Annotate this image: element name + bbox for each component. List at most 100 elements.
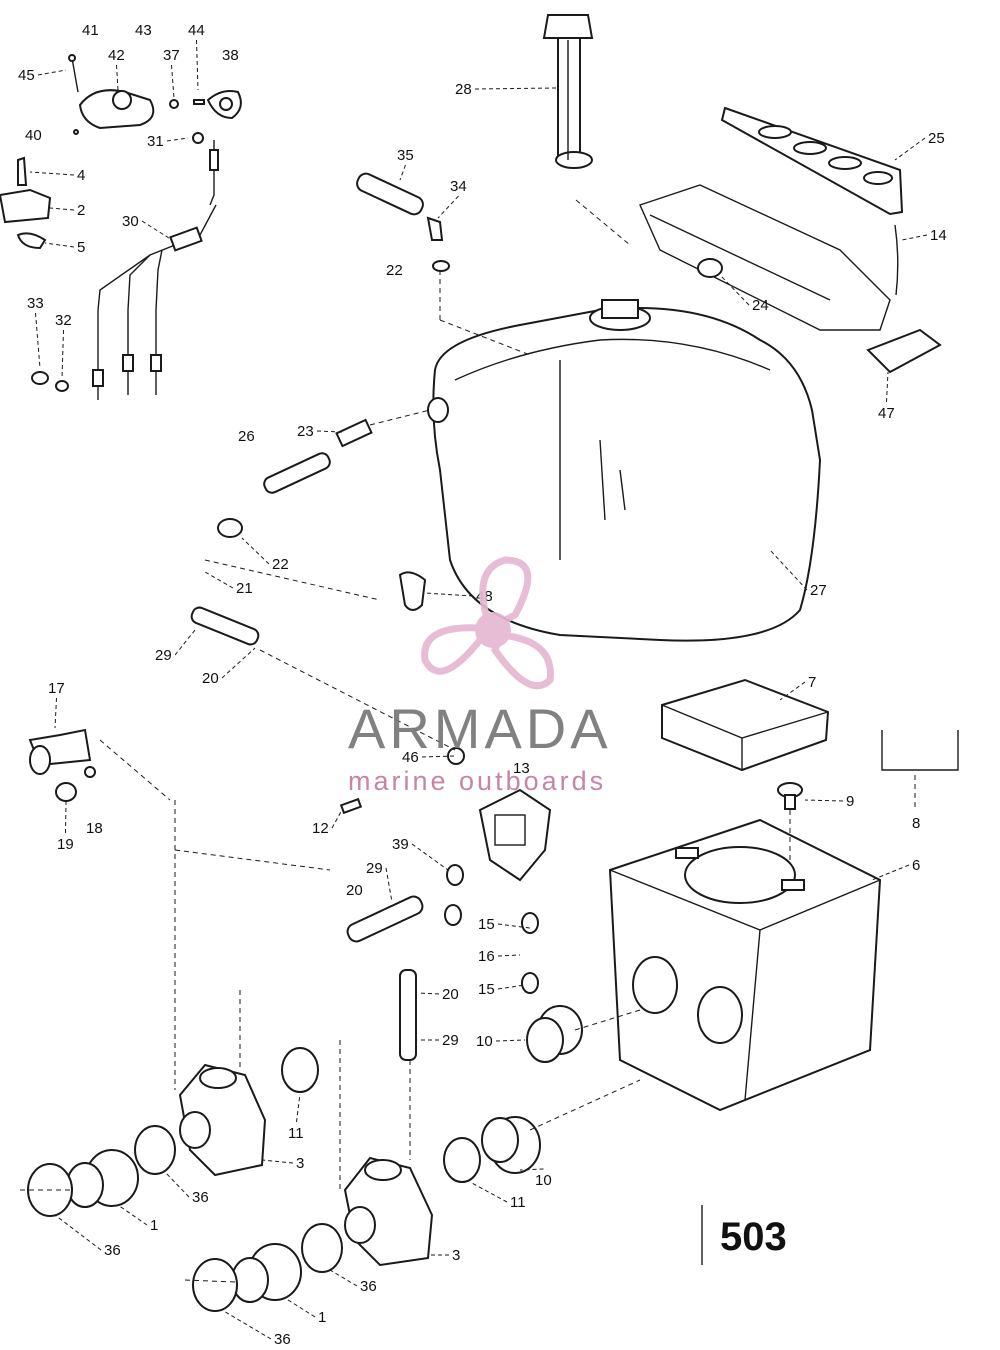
fuel-hose-upper — [190, 606, 260, 646]
callout-23: 23 — [297, 423, 314, 440]
propeller-blade — [491, 631, 554, 690]
callout-5: 5 — [77, 239, 85, 256]
assembly-lines — [20, 199, 916, 1283]
callout-24: 24 — [752, 297, 769, 314]
leader-line-1 — [117, 1204, 148, 1226]
callout-31: 31 — [147, 133, 164, 150]
callout-39: 39 — [392, 836, 409, 853]
callout-34: 34 — [450, 178, 467, 195]
callout-35: 35 — [397, 147, 414, 164]
callout-27: 27 — [810, 582, 827, 599]
leader-line-7 — [779, 681, 806, 701]
callout-20: 20 — [202, 670, 219, 687]
leader-line-39 — [411, 843, 449, 871]
callout-20: 20 — [442, 986, 459, 1003]
callout-3: 3 — [296, 1155, 304, 1172]
callout-11: 11 — [510, 1194, 526, 1211]
leader-line-22 — [241, 537, 270, 565]
callout-41: 41 — [82, 22, 99, 39]
callout-29: 29 — [155, 647, 172, 664]
callout-43: 43 — [135, 22, 152, 39]
callout-20: 20 — [346, 882, 363, 899]
callout-29: 29 — [366, 860, 383, 877]
callout-29: 29 — [442, 1032, 459, 1049]
leader-line-44 — [196, 39, 199, 91]
leader-line-32 — [61, 329, 64, 379]
callout-17: 17 — [48, 680, 65, 697]
throttle-lever-assembly — [68, 54, 242, 206]
leader-line-45 — [37, 69, 67, 76]
leader-line-15 — [497, 923, 531, 929]
callout-47: 47 — [878, 405, 895, 422]
leader-line-37 — [171, 64, 175, 99]
leader-line-33 — [35, 312, 41, 369]
propeller-blade — [479, 556, 532, 633]
callout-15: 15 — [478, 981, 495, 998]
callout-36: 36 — [192, 1189, 209, 1206]
leader-line-30 — [141, 220, 173, 241]
callout-38: 38 — [222, 47, 239, 64]
fuel-gauge-sender — [542, 14, 594, 169]
callout-leaders — [29, 39, 928, 1340]
leader-line-11 — [469, 1181, 508, 1203]
leader-line-31 — [166, 137, 189, 142]
leader-line-10 — [519, 1168, 544, 1171]
choke-assembly — [28, 728, 96, 802]
callout-36: 36 — [274, 1331, 291, 1348]
callout-8: 8 — [912, 815, 920, 832]
page-number: 503 — [720, 1215, 787, 1259]
callout-33: 33 — [27, 295, 44, 312]
propeller-hub — [475, 612, 511, 648]
leader-line-3 — [261, 1159, 294, 1164]
leader-line-11 — [296, 1093, 301, 1123]
fuel-pump — [339, 747, 552, 994]
callout-7: 7 — [808, 674, 816, 691]
leader-line-23 — [316, 430, 343, 433]
leader-line-15 — [497, 984, 526, 990]
leader-line-9 — [804, 799, 844, 802]
callout-36: 36 — [104, 1242, 121, 1259]
propeller-icon — [421, 556, 554, 690]
fuel-tank — [427, 299, 822, 642]
watermark-name: ARMADA — [348, 697, 612, 760]
callout-14: 14 — [930, 227, 947, 244]
callout-19: 19 — [57, 836, 74, 853]
callout-28: 28 — [455, 81, 472, 98]
leader-line-42 — [116, 64, 119, 91]
callout-11: 11 — [288, 1125, 304, 1142]
leader-line-47 — [886, 371, 889, 403]
watermark-tagline: marine outboards — [348, 766, 606, 796]
leader-line-5 — [44, 242, 75, 248]
callout-22: 22 — [272, 556, 289, 573]
leader-line-29 — [385, 867, 393, 903]
leader-line-25 — [894, 137, 926, 161]
callout-13: 13 — [513, 760, 530, 777]
callout-46: 46 — [402, 749, 419, 766]
tank-cradle — [639, 106, 942, 374]
callout-10: 10 — [476, 1033, 493, 1050]
callout-16: 16 — [478, 948, 495, 965]
callout-42: 42 — [108, 47, 125, 64]
leader-line-20 — [417, 992, 440, 995]
carburetor-adaptors — [27, 1125, 343, 1312]
leader-line-29 — [174, 629, 196, 656]
watermark-logo: ARMADA marine outboards — [348, 556, 612, 796]
callout-15: 15 — [478, 916, 495, 933]
intake-silencer — [608, 818, 882, 1112]
leader-line-36 — [329, 1269, 358, 1287]
leader-line-14 — [901, 234, 928, 241]
callout-2: 2 — [77, 202, 85, 219]
callout-44: 44 — [188, 22, 205, 39]
leader-line-28 — [474, 87, 557, 90]
callout-32: 32 — [55, 312, 72, 329]
leader-line-20 — [221, 647, 256, 679]
callout-36: 36 — [360, 1278, 377, 1295]
leader-line-36 — [164, 1171, 190, 1198]
callout-22: 22 — [386, 262, 403, 279]
callout-21: 21 — [236, 580, 253, 597]
leader-line-12 — [331, 809, 343, 829]
propeller-blade — [421, 624, 484, 675]
